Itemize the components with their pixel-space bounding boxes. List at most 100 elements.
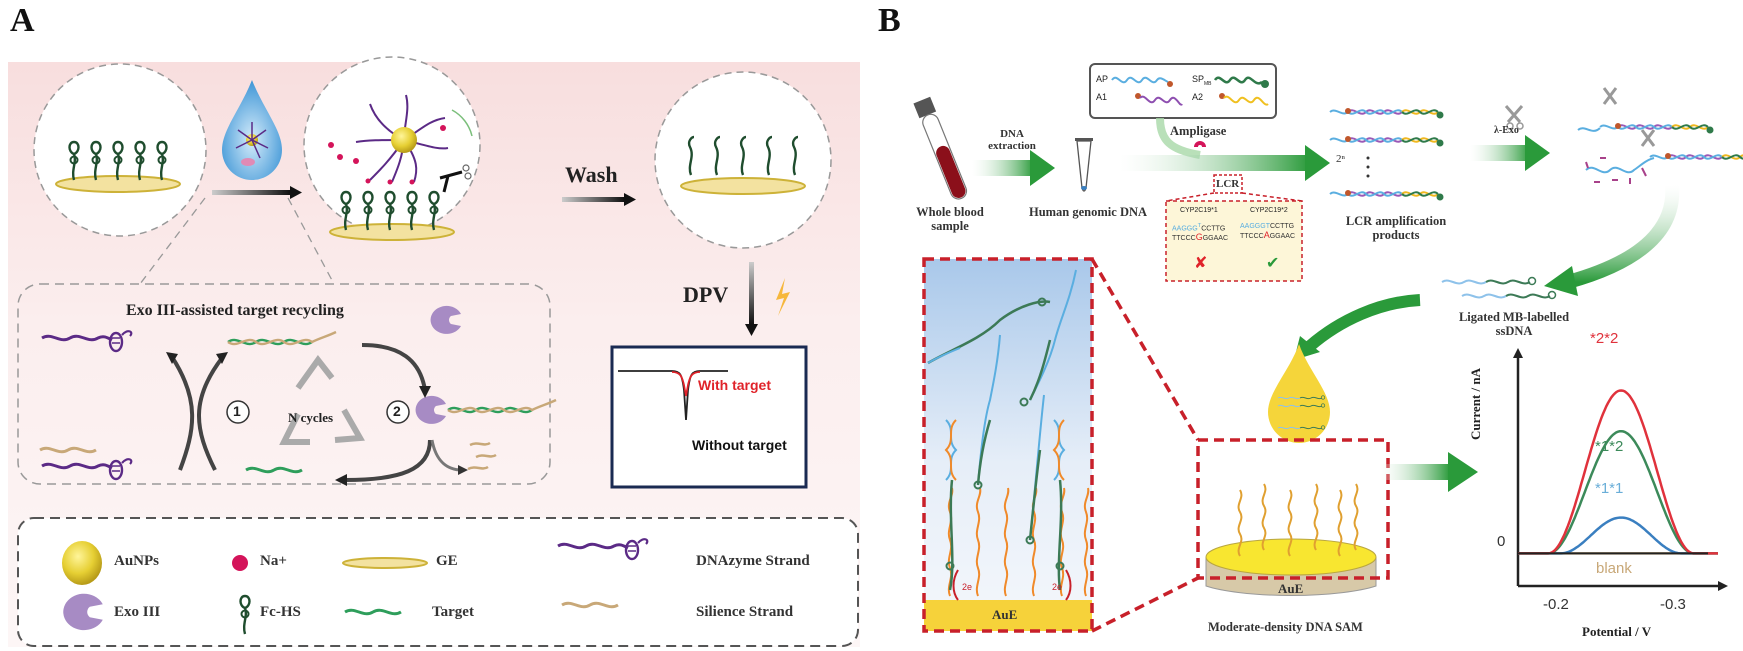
- gold-nanoparticle-icon: [62, 541, 102, 585]
- ampligase-icon: [1194, 141, 1206, 147]
- sodium-ion-icon: [232, 555, 248, 571]
- legend-label-aunps: AuNPs: [114, 553, 160, 569]
- legend-box: [17, 517, 859, 647]
- arrow-dpv-icon: [745, 262, 758, 336]
- exponent-label: 2ⁿ: [1336, 153, 1345, 165]
- arrow-wash-icon: [562, 193, 636, 206]
- legend-label-silence: Silience Strand: [696, 604, 794, 620]
- series-line-22: [1518, 389, 1718, 555]
- check-icon: ✔: [1266, 255, 1280, 272]
- recycling-graphics: [38, 305, 558, 486]
- snp-right-title: CYP2C19*2: [1250, 207, 1288, 214]
- panel-b-letter: B: [878, 2, 901, 39]
- genomic-label: Human genomic DNA: [1028, 205, 1148, 219]
- legend-label-exo: Exo III: [114, 604, 161, 620]
- arrow-lcr-icon: [1120, 145, 1330, 181]
- arrow-step1-icon: [212, 186, 302, 199]
- panel-a-letter: A: [10, 2, 35, 39]
- aue-disk-label: AuE: [1278, 581, 1304, 596]
- lightning-icon: [776, 278, 790, 316]
- aue-zoom-label: AuE: [992, 607, 1018, 622]
- wash-label: Wash: [565, 162, 618, 187]
- recycling-title: Exo III-assisted target recycling: [126, 302, 344, 319]
- snp-left-bottom-b: G: [1195, 232, 1203, 243]
- snp-left-bottom-c: GGAAC: [1202, 235, 1229, 243]
- legend-icons: [62, 537, 649, 636]
- without-target-label: Without target: [692, 437, 787, 453]
- snp-left-mid: T: [1197, 223, 1202, 229]
- snp-right-bottom-b: A: [1263, 230, 1270, 240]
- x-axis-arrow: [1718, 581, 1728, 591]
- legend-label-fchs: Fc-HS: [260, 604, 301, 620]
- snp-right-top: AAGGG: [1240, 223, 1266, 230]
- dpv-result-box: [610, 345, 808, 489]
- gold-electrode-icon: [342, 557, 428, 569]
- ampligase-label: Ampligase: [1170, 124, 1227, 138]
- sample-label: Whole blood sample: [916, 205, 984, 233]
- panel-a-graphics: [17, 56, 859, 647]
- series-label-1-1: *1*1: [1595, 480, 1624, 497]
- snp-right-bottom-a: TTCCC: [1240, 233, 1264, 240]
- chart-ylabel: Current / nA: [1468, 368, 1483, 440]
- cross-icon: ✘: [1194, 255, 1208, 272]
- arrow-extraction-icon: [972, 150, 1055, 186]
- probe-box: [1089, 63, 1277, 119]
- snp-right-mid: T: [1265, 223, 1270, 230]
- electrode-initial-circle: [33, 63, 207, 237]
- silence-fragments-icon: [467, 441, 497, 471]
- snp-box: [1165, 200, 1303, 282]
- electrode-zoom-view: [922, 257, 1200, 633]
- legend-label-na: Na+: [260, 553, 287, 569]
- electrode-washed-circle: [654, 71, 832, 249]
- n-cycles-label: N cycles: [288, 410, 334, 425]
- legend-label-target: Target: [432, 604, 474, 620]
- chart-xlabel: Potential / V: [1582, 624, 1652, 639]
- lcr-label: LCR: [1216, 178, 1240, 190]
- chart-xtick-0: -0.2: [1543, 596, 1569, 613]
- snp-right-sequence: AAGGGTCCTTG TTCCCAGGAAC: [1240, 222, 1295, 241]
- with-target-label: With target: [698, 377, 771, 393]
- step2-number: 2: [393, 403, 401, 419]
- arrow-exo-icon: [1470, 135, 1550, 171]
- dna-helix-icon: [944, 419, 958, 481]
- probe-sp-text: SP: [1192, 74, 1205, 84]
- dpv-label: DPV: [683, 282, 729, 307]
- probe-sp-label: SPMB: [1192, 74, 1212, 87]
- lcr-products-label: LCR amplification products: [1345, 214, 1447, 242]
- chart-xtick-1: -0.3: [1660, 596, 1686, 613]
- digested-products-graphics: [1577, 87, 1743, 184]
- snp-left-top2: CCTTG: [1201, 225, 1226, 233]
- snp-right-top2: CCTTG: [1269, 223, 1295, 230]
- legend-label-dnazyme: DNAzyme Strand: [696, 553, 810, 569]
- chart-ytick-0: 0: [1497, 533, 1506, 550]
- series-label-2-2: *2*2: [1590, 330, 1619, 347]
- dpv-chart: [1513, 348, 1728, 591]
- blood-tube-icon: [913, 96, 968, 200]
- lcr-products-graphics: [1329, 107, 1445, 202]
- snp-left-sequence: AAGGGTCCTTG TTCCCGGGAAC: [1172, 222, 1228, 243]
- lambda-exo-label: λ-Exo: [1494, 125, 1519, 136]
- snp-left-bottom-a: TTCCC: [1172, 235, 1196, 243]
- snp-left-top: AAGGG: [1172, 225, 1198, 233]
- arrow-to-chart-icon: [1380, 452, 1478, 492]
- scissors-icon: [439, 164, 472, 193]
- electron-label-right: 2e: [1052, 582, 1063, 592]
- electrode-bound-circle: [303, 56, 481, 241]
- ligated-label: Ligated MB-labelled ssDNA: [1458, 310, 1570, 338]
- sample-drop-icon: [1268, 344, 1330, 443]
- sam-label: Moderate-density DNA SAM: [1208, 620, 1363, 634]
- probe-a2-label: A2: [1192, 92, 1204, 102]
- probe-ap-label: AP: [1096, 74, 1109, 84]
- snp-right-bottom-c: GGAAC: [1269, 233, 1296, 240]
- series-label-blank: blank: [1596, 560, 1632, 577]
- electron-label-left: 2e: [962, 582, 973, 592]
- series-line-11: [1518, 516, 1718, 555]
- probe-sp-sub: MB: [1204, 80, 1212, 87]
- probe-a1-label: A1: [1096, 92, 1108, 102]
- eppendorf-tube-icon: [1075, 138, 1093, 192]
- aunp-droplet-icon: [222, 80, 282, 180]
- extraction-label: DNA extraction: [988, 128, 1036, 152]
- electrode-disk-icon: [1196, 344, 1390, 596]
- series-label-1-2: *1*2: [1595, 438, 1624, 455]
